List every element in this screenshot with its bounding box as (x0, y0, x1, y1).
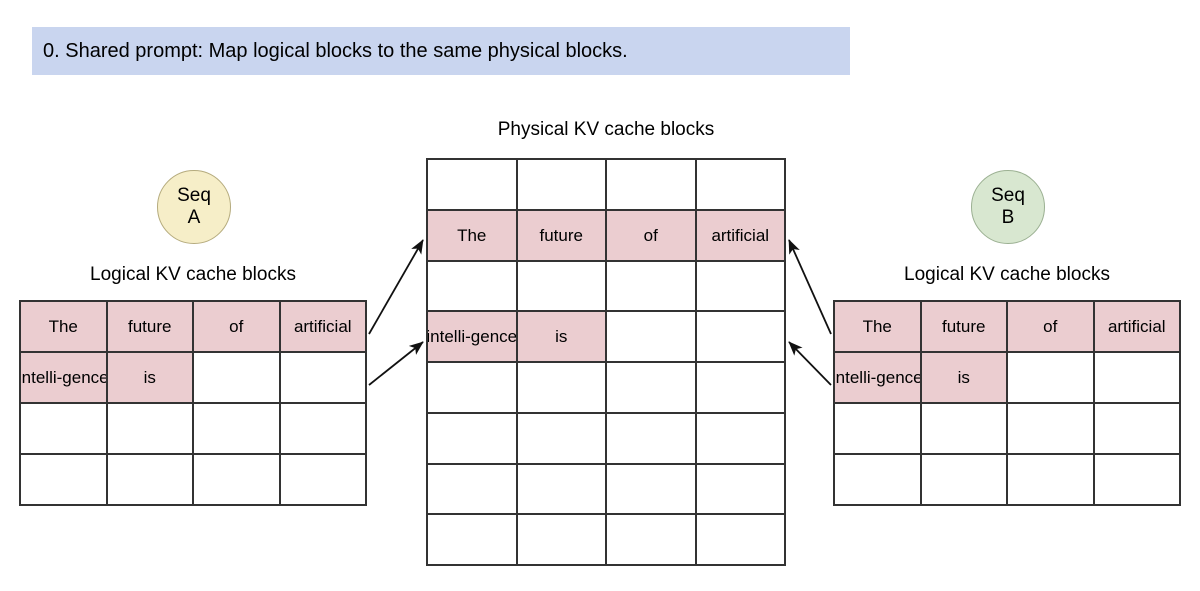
seq-b-badge: Seq B (971, 170, 1045, 244)
kv-cell (517, 261, 607, 313)
kv-cell: future (107, 302, 194, 353)
kv-cell (607, 312, 697, 363)
kv-cell (921, 455, 1008, 506)
kv-cell (428, 413, 518, 465)
kv-cell (921, 404, 1008, 455)
kv-cell (696, 261, 786, 313)
kv-cell: of (1008, 302, 1095, 353)
kv-cell (835, 455, 922, 506)
kv-cell: intelli-gence (835, 353, 922, 404)
kv-cell: artificial (696, 210, 786, 262)
kv-cell (107, 404, 194, 455)
kv-cell (517, 464, 607, 516)
kv-cell (1008, 404, 1095, 455)
kv-cell: artificial (280, 302, 367, 353)
kv-cell: The (21, 302, 108, 353)
kv-cell: is (107, 353, 194, 404)
arrow-right-row2-to-phys-row4 (788, 341, 832, 386)
kv-cell: is (517, 312, 607, 363)
kv-cell (280, 455, 367, 506)
kv-cell: intelli-gence (428, 312, 518, 363)
kv-cell (428, 464, 518, 516)
kv-cell (428, 261, 518, 313)
kv-cell (428, 160, 518, 211)
kv-cell (607, 464, 697, 516)
seq-a-label-line1: Seq (177, 185, 211, 207)
kv-cell (21, 404, 108, 455)
kv-cell: is (921, 353, 1008, 404)
kv-cell (696, 413, 786, 465)
kv-cell (517, 363, 607, 414)
seq-b-label-line2: B (1001, 207, 1015, 228)
kv-cell (1008, 455, 1095, 506)
left-table-caption: Logical KV cache blocks (90, 264, 296, 285)
kv-cell (696, 464, 786, 516)
kv-cell (1094, 455, 1181, 506)
kv-cell: The (428, 210, 518, 262)
kv-cell (280, 353, 367, 404)
kv-cell (1094, 353, 1181, 404)
kv-cell (835, 404, 922, 455)
kv-cell: future (921, 302, 1008, 353)
right-table-caption: Logical KV cache blocks (904, 264, 1110, 285)
kv-cell: future (517, 210, 607, 262)
kv-cell (517, 413, 607, 465)
kv-cell: of (607, 210, 697, 262)
kv-cell (194, 404, 281, 455)
arrow-left-row2-to-phys-row4 (368, 341, 424, 386)
kv-cell (607, 261, 697, 313)
arrow-left-row1-to-phys-row2 (368, 239, 424, 335)
kv-cell (428, 515, 518, 566)
kv-cell (1008, 353, 1095, 404)
seq-a-label-line2: A (187, 207, 201, 228)
physical-table-caption: Physical KV cache blocks (497, 119, 715, 140)
kv-cell (607, 363, 697, 414)
kv-cell (428, 363, 518, 414)
kv-cell: The (835, 302, 922, 353)
step-banner-text: 0. Shared prompt: Map logical blocks to … (43, 40, 628, 62)
kv-cell (107, 455, 194, 506)
kv-cell (1094, 404, 1181, 455)
kv-cell (696, 312, 786, 363)
kv-cell (517, 160, 607, 211)
seq-b-label-line1: Seq (991, 185, 1025, 207)
kv-cell: artificial (1094, 302, 1181, 353)
step-banner: 0. Shared prompt: Map logical blocks to … (32, 27, 850, 75)
kv-cell (607, 160, 697, 211)
kv-cell (194, 353, 281, 404)
kv-cell (696, 160, 786, 211)
kv-cell (696, 515, 786, 566)
kv-cell: of (194, 302, 281, 353)
kv-cell (21, 455, 108, 506)
kv-cell (696, 363, 786, 414)
kv-cell: intelli-gence (21, 353, 108, 404)
arrow-right-row1-to-phys-row2 (788, 239, 832, 335)
kv-cell (280, 404, 367, 455)
kv-cell (194, 455, 281, 506)
kv-cell (607, 413, 697, 465)
kv-cell (517, 515, 607, 566)
seq-a-badge: Seq A (157, 170, 231, 244)
kv-cell (607, 515, 697, 566)
